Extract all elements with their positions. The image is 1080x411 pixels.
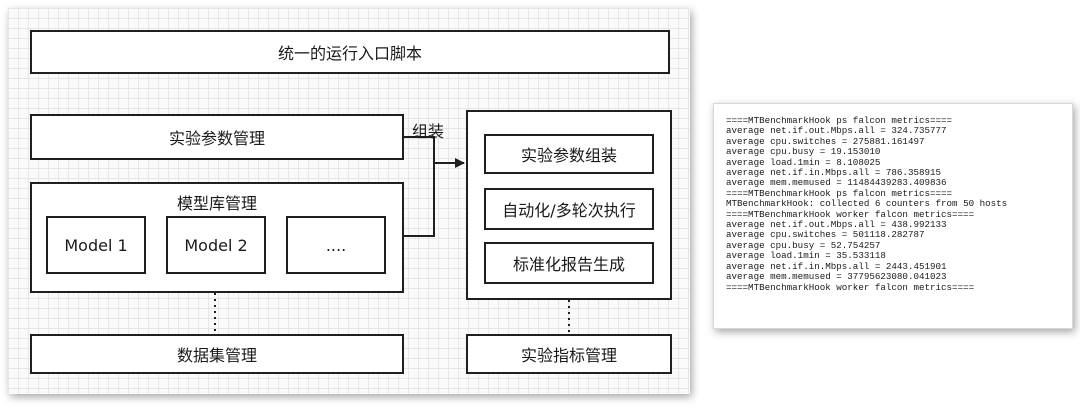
model-box-2: Model 2 bbox=[166, 216, 266, 274]
step-report-generation: 标准化报告生成 bbox=[484, 242, 654, 284]
architecture-diagram: 统一的运行入口脚本 实验参数管理 组装 模型库管理 Model 1 Model … bbox=[8, 8, 690, 394]
connector-params bbox=[404, 136, 435, 163]
log-line: average net.if.out.Mbps.all = 438.992133 bbox=[726, 219, 947, 231]
model-label-2: Model 2 bbox=[184, 235, 248, 255]
step-report-generation-label: 标准化报告生成 bbox=[512, 255, 625, 274]
assemble-label: 组装 bbox=[412, 122, 445, 141]
log-line: average load.1min = 8.108025 bbox=[726, 156, 881, 168]
experiment-params-label: 实验参数管理 bbox=[168, 129, 265, 148]
log-line: average cpu.busy = 52.754257 bbox=[726, 239, 881, 251]
metrics-label: 实验指标管理 bbox=[520, 346, 617, 365]
log-line: MTBenchmarkHook: collected 6 counters fr… bbox=[726, 198, 1008, 210]
log-line: average cpu.switches = 275881.161497 bbox=[726, 135, 925, 147]
model-label-more: .... bbox=[325, 235, 347, 255]
metrics-box: 实验指标管理 bbox=[466, 334, 672, 374]
step-params-assembly-label: 实验参数组装 bbox=[520, 146, 617, 165]
log-line: ====MTBenchmarkHook ps falcon metrics===… bbox=[726, 187, 953, 199]
log-line: average load.1min = 35.533118 bbox=[726, 250, 886, 262]
runner-script-box: 统一的运行入口脚本 bbox=[30, 30, 670, 74]
connector-models bbox=[404, 163, 435, 237]
step-auto-execution: 自动化/多轮次执行 bbox=[484, 188, 654, 230]
model-library-label: 模型库管理 bbox=[176, 194, 257, 213]
log-line: average net.if.out.Mbps.all = 324.735777 bbox=[726, 125, 947, 137]
log-line: average mem.memused = 11484439283.409836 bbox=[726, 177, 947, 189]
log-line: average mem.memused = 37795623080.041023 bbox=[726, 271, 947, 283]
log-line: ====MTBenchmarkHook worker falcon metric… bbox=[726, 281, 975, 293]
model-label-1: Model 1 bbox=[64, 235, 128, 255]
log-line: ====MTBenchmarkHook worker falcon metric… bbox=[726, 208, 975, 220]
dataset-box: 数据集管理 bbox=[30, 334, 404, 374]
log-line: average cpu.switches = 501118.282787 bbox=[726, 229, 925, 241]
log-line: average net.if.in.Mbps.all = 786.358915 bbox=[726, 167, 942, 179]
metrics-log-panel: ====MTBenchmarkHook ps falcon metrics===… bbox=[713, 103, 1073, 329]
model-box-1: Model 1 bbox=[46, 216, 146, 274]
log-line: average cpu.busy = 19.153010 bbox=[726, 146, 881, 158]
dataset-label: 数据集管理 bbox=[176, 346, 257, 365]
experiment-params-box: 实验参数管理 bbox=[30, 114, 404, 160]
log-line: ====MTBenchmarkHook ps falcon metrics===… bbox=[726, 115, 953, 126]
step-params-assembly: 实验参数组装 bbox=[484, 134, 654, 174]
step-auto-execution-label: 自动化/多轮次执行 bbox=[502, 201, 636, 220]
connector-lines bbox=[214, 136, 570, 334]
log-line: average net.if.in.Mbps.all = 2443.451901 bbox=[726, 260, 947, 272]
runner-script-label: 统一的运行入口脚本 bbox=[277, 44, 422, 63]
model-box-more: .... bbox=[286, 216, 386, 274]
